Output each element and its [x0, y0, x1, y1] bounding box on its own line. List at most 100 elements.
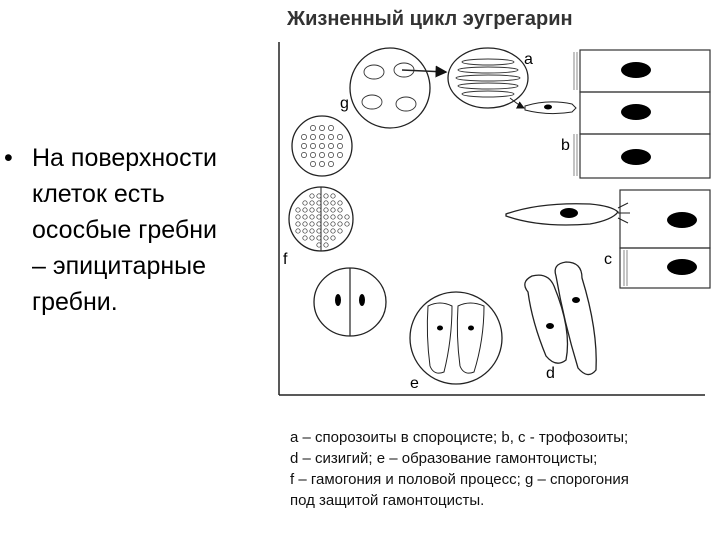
caption-line: под защитой гамонтоцисты. — [290, 492, 485, 509]
cyst-texture-dot — [319, 161, 325, 167]
syzygy-d — [524, 261, 597, 376]
cyst-texture-dot — [316, 221, 322, 227]
cyst-texture-dot — [316, 228, 322, 234]
cyst-texture-dot — [330, 207, 336, 213]
cyst-texture-dot — [302, 221, 308, 227]
stage-label-e: e — [410, 375, 419, 392]
cyst-texture-dot — [330, 214, 336, 220]
cyst-texture-dot — [316, 214, 322, 220]
stage-label-f: f — [283, 251, 288, 268]
stage-label-a: a — [524, 51, 533, 68]
cyst-texture-dot — [302, 228, 308, 234]
cyst-texture-dot — [302, 214, 308, 220]
cyst-texture-dot — [328, 161, 334, 167]
bullet-text-block: • На поверхности клеток есть ососбые гре… — [4, 140, 266, 320]
stage-label-b: b — [561, 137, 570, 154]
cyst-texture-dot — [301, 152, 307, 158]
microvilli-border — [573, 52, 628, 286]
cyst-texture-dot — [337, 200, 343, 206]
cyst-texture-dot — [319, 134, 325, 140]
cyst-texture-dot — [328, 143, 334, 149]
cyst-texture-dot — [337, 221, 343, 227]
cyst-texture-dot — [316, 242, 322, 248]
cyst-texture-dot — [319, 152, 325, 158]
cyst-texture-dot — [295, 207, 301, 213]
cyst-texture-dot — [337, 228, 343, 234]
bullet-line: клеток есть — [32, 180, 165, 208]
cyst-texture-dot — [310, 161, 316, 167]
cyst-texture-dot — [302, 200, 308, 206]
cyst-texture-dot — [310, 134, 316, 140]
bullet-line: На поверхности — [32, 144, 217, 172]
life-cycle-diagram: a b c d e f — [278, 42, 711, 396]
cyst-texture-dot — [337, 134, 343, 140]
host-cell-nuclei — [621, 62, 697, 275]
cyst-texture-dot — [323, 200, 329, 206]
cyst-texture-dot — [337, 143, 343, 149]
host-cell-column — [579, 49, 711, 289]
cyst-texture-dot — [344, 214, 350, 220]
bullet-line: – эпицитарные — [32, 252, 207, 280]
cyst-texture-dot — [295, 214, 301, 220]
trophozoite-c — [505, 202, 630, 226]
caption-line: d – сизигий; e – образование гамонтоцист… — [290, 450, 598, 467]
cyst-texture-dot — [323, 214, 329, 220]
stage-label-c: c — [604, 251, 612, 268]
cyst-texture-dot — [323, 221, 329, 227]
cyst-texture-dot — [330, 235, 336, 241]
cyst-texture-dot — [323, 242, 329, 248]
cyst-texture-dot — [302, 207, 308, 213]
caption-line: a – спорозоиты в спороцисте; b, c - троф… — [290, 429, 629, 446]
cyst-texture-dot — [310, 143, 316, 149]
cyst-texture-dot — [319, 143, 325, 149]
figure-caption: a – спорозоиты в спороцисте; b, c - троф… — [290, 427, 629, 511]
cyst-texture-dot — [316, 193, 322, 199]
bullet-line: гребни. — [32, 288, 118, 316]
cyst-texture-dot — [301, 143, 307, 149]
sporozoite-attaching — [524, 101, 577, 115]
gamonts-in-cyst — [313, 267, 387, 337]
gamontocyst-e — [409, 291, 503, 385]
cyst-texture-dot — [323, 235, 329, 241]
cyst-texture-dot — [328, 125, 334, 131]
cyst-texture-dot — [323, 228, 329, 234]
cyst-texture-dot — [330, 221, 336, 227]
sporogony-g — [349, 47, 431, 129]
cyst-texture-dot — [309, 221, 315, 227]
cyst-texture-dot — [302, 235, 308, 241]
cyst-texture-dot — [328, 152, 334, 158]
cyst-texture-dot — [295, 221, 301, 227]
bullet-dot: • — [4, 144, 13, 172]
cyst-texture-dot — [309, 200, 315, 206]
bullet-line: ососбые гребни — [32, 216, 217, 244]
cyst-texture-dot — [330, 228, 336, 234]
cyst-texture-dot — [323, 207, 329, 213]
cyst-texture-dot — [295, 228, 301, 234]
gamogony-f — [288, 186, 354, 252]
spore-cyst — [291, 115, 353, 177]
cyst-texture-dot — [309, 214, 315, 220]
cyst-texture-dot — [330, 200, 336, 206]
cyst-texture-dot — [319, 125, 325, 131]
cyst-texture-dot — [337, 152, 343, 158]
cyst-texture-dot — [330, 193, 336, 199]
caption-line: f – гамогония и половой процесс; g – спо… — [290, 471, 629, 488]
stage-label-g: g — [340, 95, 349, 112]
bullet-text: На поверхности клеток есть ососбые гребн… — [32, 140, 266, 320]
arrow-g-to-a — [401, 65, 448, 78]
figure-title: Жизненный цикл эугрегарин — [287, 8, 573, 30]
cyst-texture-dot — [316, 207, 322, 213]
cyst-texture-dot — [309, 193, 315, 199]
stage-label-d: d — [546, 365, 555, 382]
cyst-texture-dot — [328, 134, 334, 140]
cyst-texture-dot — [310, 125, 316, 131]
cyst-texture-dot — [316, 200, 322, 206]
cyst-texture-dot — [309, 228, 315, 234]
cyst-texture-dot — [301, 134, 307, 140]
cyst-texture-dot — [310, 152, 316, 158]
cyst-texture-dot — [316, 235, 322, 241]
cyst-texture-dot — [344, 221, 350, 227]
cyst-texture-dot — [309, 235, 315, 241]
sporocyst-a — [447, 47, 529, 109]
cyst-texture-dot — [309, 207, 315, 213]
